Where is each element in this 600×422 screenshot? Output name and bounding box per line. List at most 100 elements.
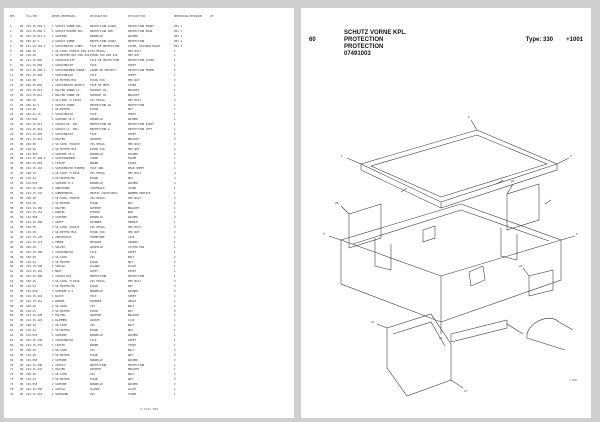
table-cell: COUVERCLE [90, 185, 105, 190]
table-cell: PROTECTION COVER [128, 58, 154, 63]
table-cell: 214.15.160 [26, 220, 43, 225]
table-cell: 00 [20, 68, 24, 73]
table-cell: 1 SCHUTZ HINTEN KPL. [52, 28, 85, 33]
table-cell: 00 [20, 38, 24, 43]
table-cell: 1 SCHILD [52, 264, 65, 269]
table-cell: 00 [20, 53, 24, 58]
table-cell: 1 [174, 87, 176, 92]
table-cell: 3 [174, 284, 176, 289]
table-cell: 1 SK-MUTTER [52, 107, 70, 112]
table-cell: 2 SCHEIBE [52, 382, 67, 387]
table-cell: 1 HALTER [52, 367, 65, 372]
table-cell: 1 BLECH [52, 293, 64, 298]
table-cell: 2 [174, 200, 176, 205]
table-cell: 00 [20, 239, 24, 244]
table-cell: 00 [20, 43, 24, 48]
table-cell: PROTECTION RIGHT [128, 122, 154, 127]
table-cell: 132.055 [26, 333, 38, 338]
table-cell: 00 [20, 342, 24, 347]
clamp-part [468, 265, 486, 287]
table-cell: 1 [174, 298, 176, 303]
table-cell: PROTECTION [128, 38, 145, 43]
table-cell: 00 [20, 328, 24, 333]
table-cell: 1 SCHEIBE [52, 333, 67, 338]
table-cell: 00 [20, 161, 24, 166]
table-cell: PROTECTION AVANT [90, 38, 116, 43]
table-cell: 14 [10, 87, 14, 92]
table-cell: 1 SCHUTZBLECH [52, 63, 74, 68]
table-cell: 8 [10, 58, 12, 63]
table-cell: 00 [20, 136, 24, 141]
callout-number: 21 [519, 264, 523, 268]
table-cell: 132.055 [26, 288, 38, 293]
table-cell: 5 [10, 43, 12, 48]
table-cell: 00 [20, 195, 24, 200]
table-cell: RIVET [128, 269, 137, 274]
table-cell: 214.15.011.1 [26, 33, 46, 38]
table-cell: 00 [20, 347, 24, 352]
table-cell: WASHER [128, 382, 138, 387]
table-cell: SPRING [128, 239, 138, 244]
table-cell: 132.065 [26, 151, 38, 156]
hinge-detail [422, 225, 436, 243]
table-cell: 1 SK-MUTTER M10 DIN 934-8 [52, 53, 90, 58]
table-cell: 50 [10, 264, 14, 269]
table-cell: VIS HEXAG. [90, 225, 107, 230]
table-cell: 1 [174, 318, 176, 323]
table-cell: ECROU [90, 328, 99, 333]
table-cell: RONDELLE [90, 151, 103, 156]
table-cell: 100.20 [26, 303, 36, 308]
bracket-arm [506, 323, 524, 335]
table-cell: 28 [10, 156, 14, 161]
table-cell: 1 GRIFF [52, 220, 64, 225]
table-cell: 1 SK-SCHR. M10X25 DIN 933-8.8 [52, 48, 90, 53]
table-cell: SUPPORT [90, 205, 102, 210]
table-cell: 1 LEISTE [52, 342, 65, 347]
table-cell: 00 [20, 274, 24, 279]
table-cell: 00 [20, 234, 24, 239]
door-inner-line [392, 321, 446, 347]
table-cell: 2 SK-SCHR. [52, 254, 69, 259]
table-cell: 47 [10, 249, 14, 254]
table-cell: 110.24 [26, 284, 36, 289]
table-cell: 214.15.200 [26, 274, 43, 279]
table-cell: 00 [20, 215, 24, 220]
table-cell: 1 [174, 239, 176, 244]
table-cell: 100.16 [26, 97, 36, 102]
table-cell: 1 [174, 210, 176, 215]
table-cell: 20 [10, 117, 14, 122]
table-cell: 00 [20, 303, 24, 308]
table-cell: 00 [20, 279, 24, 284]
table-cell: 2 SCHUTZ VORNE [52, 38, 75, 43]
table-cell: 1 SK-SCHR. [52, 323, 69, 328]
table-cell: 214.15.151 [26, 210, 43, 215]
table-cell: 7 [10, 53, 12, 58]
table-cell: VIS [90, 303, 95, 308]
table-cell: HEX BOLT [128, 141, 141, 146]
table-cell: 69 [10, 357, 14, 362]
table-cell: VIS HEXAG. [90, 97, 107, 102]
table-cell: SHEET [128, 293, 137, 298]
table-cell: RONDELLE [90, 33, 103, 38]
table-cell: 106.42.3 [26, 38, 39, 43]
table-cell: 2 SCHEIBE 10.5 [52, 151, 75, 156]
table-cell: 2 SK-MUTTER [52, 377, 70, 382]
table-cell: HEX NUT [128, 53, 140, 58]
table-cell: 3 [174, 279, 176, 284]
